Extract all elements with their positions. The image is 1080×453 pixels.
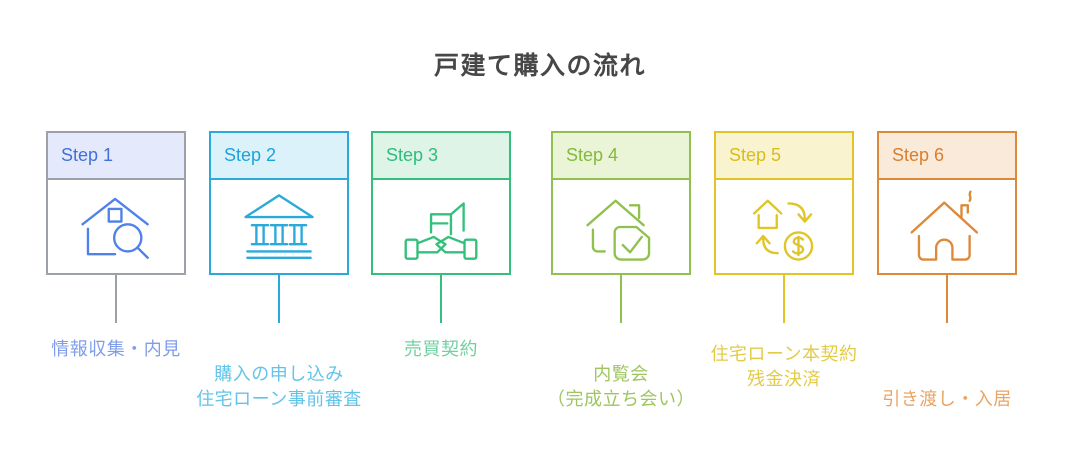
- step-5-header: Step 5: [716, 133, 852, 180]
- step-4-card: Step 4: [551, 131, 691, 275]
- step-1-body: [48, 180, 184, 273]
- step-6-label: Step 6: [892, 145, 945, 165]
- step-5-body: [716, 180, 852, 273]
- step-1: Step 1 情報収集・内見: [46, 131, 186, 359]
- step-1-header: Step 1: [48, 133, 184, 180]
- step-3-caption: 売買契約: [404, 339, 478, 359]
- step-2-connector: [278, 275, 280, 323]
- house-move-in-icon: [910, 190, 979, 261]
- step-1-label: Step 1: [61, 145, 114, 165]
- step-6-body: [879, 180, 1015, 273]
- step-4-connector: [620, 275, 622, 323]
- step-6-caption: 引き渡し・入居: [882, 389, 1012, 409]
- house-money-exchange-icon: [752, 199, 814, 261]
- page-title: 戸建て購入の流れ: [433, 52, 646, 80]
- step-5-connector: [783, 275, 785, 323]
- step-5: Step 5 住宅ローン本契約 残金決済: [710, 131, 857, 389]
- step-6-connector: [946, 275, 948, 323]
- step-6-card: Step 6: [877, 131, 1017, 275]
- step-2-header: Step 2: [211, 133, 347, 180]
- step-2: Step 2 購入の申し込み 住宅ローン事前審査: [196, 131, 361, 409]
- step-2-card: Step 2: [209, 131, 349, 275]
- step-5-card: Step 5: [714, 131, 854, 275]
- step-5-label: Step 5: [729, 145, 782, 165]
- step-3-header: Step 3: [373, 133, 509, 180]
- step-5-caption: 住宅ローン本契約 残金決済: [710, 344, 858, 389]
- contract-handshake-icon: [404, 201, 478, 260]
- step-3-connector: [440, 275, 442, 323]
- step-3: Step 3 売買契約: [371, 131, 511, 359]
- house-search-icon: [81, 197, 149, 259]
- step-4-header: Step 4: [553, 133, 689, 180]
- step-4-label: Step 4: [566, 145, 619, 165]
- step-1-caption: 情報収集・内見: [51, 339, 181, 359]
- step-4-caption: 内覧会 （完成立ち会い）: [547, 364, 695, 409]
- step-3-body: [373, 180, 509, 273]
- step-6-header: Step 6: [879, 133, 1015, 180]
- step-3-card: Step 3: [371, 131, 511, 275]
- step-6: Step 6 引き渡し・入居: [877, 131, 1017, 409]
- step-2-caption: 購入の申し込み 住宅ローン事前審査: [196, 364, 362, 409]
- step-3-label: Step 3: [386, 145, 439, 165]
- bank-icon: [244, 193, 314, 259]
- step-2-label: Step 2: [224, 145, 277, 165]
- step-2-body: [211, 180, 347, 273]
- step-1-card: Step 1: [46, 131, 186, 275]
- house-inspection-check-icon: [586, 199, 651, 261]
- step-4: Step 4 内覧会 （完成立ち会い）: [547, 131, 695, 409]
- step-1-connector: [115, 275, 117, 323]
- step-4-body: [553, 180, 689, 273]
